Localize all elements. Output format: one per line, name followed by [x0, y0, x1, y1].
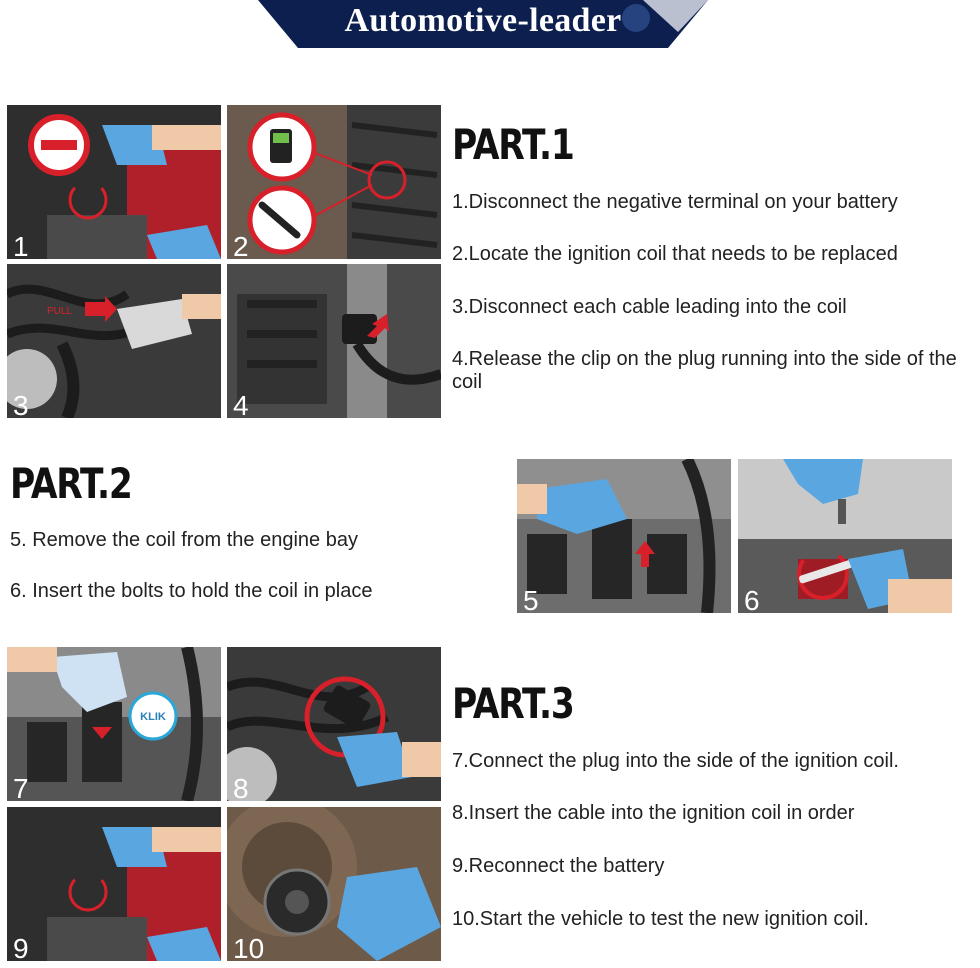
- part3-step-9: 9.Reconnect the battery: [452, 855, 665, 877]
- step-number: 9: [13, 933, 29, 962]
- step-image-3: PULL 3: [7, 264, 221, 418]
- step-image-8: 8: [227, 647, 441, 801]
- step-image-6: 6: [738, 459, 952, 613]
- part2-title: PART.2: [10, 459, 133, 508]
- release-clip-illustration: [227, 264, 441, 418]
- part3-step-8: 8.Insert the cable into the ignition coi…: [452, 802, 855, 824]
- start-vehicle-illustration: [227, 807, 441, 961]
- step-image-1: 1: [7, 105, 221, 259]
- step-number: 8: [233, 773, 249, 802]
- step-image-2: 2: [227, 105, 441, 259]
- disconnect-cable-illustration: PULL: [7, 264, 221, 418]
- insert-bolts-illustration: [738, 459, 952, 613]
- part2-step-6: 6. Insert the bolts to hold the coil in …: [10, 580, 373, 602]
- klik-label: KLIK: [140, 711, 166, 723]
- step-number: 3: [13, 390, 29, 419]
- part2-step-5: 5. Remove the coil from the engine bay: [10, 529, 358, 551]
- part1-title: PART.1: [452, 120, 575, 169]
- part3-step-7: 7.Connect the plug into the side of the …: [452, 750, 899, 772]
- brand-banner: Automotive-leader: [258, 0, 708, 48]
- pull-label: PULL: [47, 306, 72, 317]
- part1-step-2: 2.Locate the ignition coil that needs to…: [452, 243, 898, 265]
- banner-title: Automotive-leader: [344, 2, 622, 39]
- step-number: 1: [13, 231, 29, 260]
- connect-plug-illustration: KLIK: [7, 647, 221, 801]
- step-image-5: 5: [517, 459, 731, 613]
- part1-step-4: 4.Release the clip on the plug running i…: [452, 348, 957, 393]
- step-image-7: KLIK 7: [7, 647, 221, 801]
- step-number: 7: [13, 773, 29, 802]
- step-number: 10: [233, 933, 265, 962]
- insert-cable-illustration: [227, 647, 441, 801]
- part1-step-1: 1.Disconnect the negative terminal on yo…: [452, 191, 898, 213]
- part1-step-3: 3.Disconnect each cable leading into the…: [452, 296, 847, 318]
- step-number: 5: [523, 585, 539, 614]
- step-number: 2: [233, 231, 249, 260]
- reconnect-battery-illustration: [7, 807, 221, 961]
- step-number: 4: [233, 390, 249, 419]
- step-image-4: 4: [227, 264, 441, 418]
- part3-step-10: 10.Start the vehicle to test the new ign…: [452, 908, 869, 930]
- ignition-coil-location-illustration: [227, 105, 441, 259]
- part3-title: PART.3: [452, 679, 575, 728]
- remove-coil-illustration: [517, 459, 731, 613]
- battery-terminal-illustration: [7, 105, 221, 259]
- banner-shape: [258, 0, 708, 48]
- step-image-10: 10: [227, 807, 441, 961]
- step-image-9: 9: [7, 807, 221, 961]
- step-number: 6: [744, 585, 760, 614]
